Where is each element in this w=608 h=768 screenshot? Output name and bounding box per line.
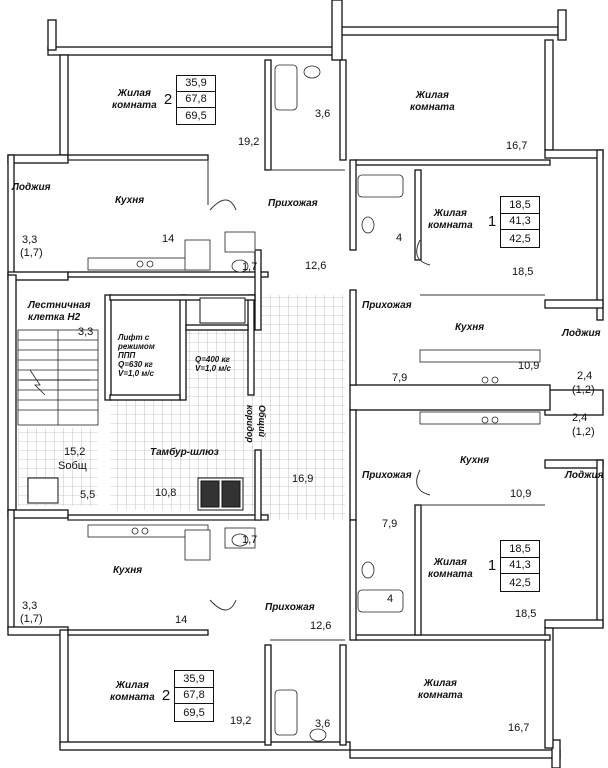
total-area-with-loggia: 42,5 [509, 576, 531, 589]
living-area: 35,9 [175, 671, 213, 688]
apartment-areas: 35,9 67,8 69,5 [176, 75, 216, 125]
area-bl-living: 19,2 [230, 715, 252, 727]
area-loggia-tl: 3,3 [22, 234, 38, 246]
area-r2-kitchen: 10,9 [510, 488, 532, 500]
area-r1-living: 18,5 [512, 266, 534, 278]
room-label-hall-r1: Прихожая [362, 300, 412, 311]
apartment-areas: 35,9 67,8 69,5 [174, 670, 214, 722]
apartment-number: 1 [487, 212, 497, 230]
area-tr-living: 16,7 [506, 140, 528, 152]
apartment-info-box: 2 35,9 67,8 69,5 [158, 670, 214, 722]
area-kitchen-bl: 14 [175, 614, 188, 626]
room-label-hall-r2: Прихожая [362, 470, 412, 481]
total-area: 41,3 [501, 558, 539, 575]
area-hall-top: 12,6 [305, 260, 327, 272]
area-r1-kitchen: 10,9 [518, 360, 540, 372]
area-corridor: 16,9 [292, 473, 314, 485]
area-loggia-tl-sub: (1,7) [20, 247, 43, 259]
room-label-lift1: Лифт с режимом ППП Q=630 кг V=1,0 м/с [118, 333, 155, 378]
partitions [68, 159, 545, 641]
area-r1-bath: 4 [396, 232, 403, 244]
area-r2-bath: 4 [387, 593, 394, 605]
total-area: 67,8 [175, 688, 213, 705]
living-area: 18,5 [501, 197, 539, 214]
area-r1-hall: 7,9 [392, 372, 408, 384]
living-area: 35,9 [177, 76, 215, 92]
walls [7, 0, 604, 768]
area-loggia-r1: 2,4 [577, 370, 593, 382]
room-label-loggia-r2: Лоджия [565, 470, 604, 481]
kitchen-fixtures [87, 239, 541, 561]
room-label-kitchen-bl: Кухня [113, 565, 143, 576]
area-stair: 3,3 [78, 326, 94, 338]
area-stair-small: 5,5 [80, 489, 96, 501]
area-tambur: 10,8 [155, 487, 177, 499]
room-label-hall-top: Прихожая [268, 198, 318, 209]
area-loggia-r1-sub: (1,2) [572, 384, 595, 396]
room-label-living-br: Жилая комната [418, 678, 463, 701]
area-bl-bath: 3,6 [315, 718, 331, 730]
area-wc-bl: 1,7 [242, 534, 258, 546]
bath-fixtures [224, 64, 404, 742]
apartment-number: 2 [163, 90, 173, 108]
room-label-living-r1: Жилая комната [428, 208, 473, 231]
total-area: 41,3 [501, 214, 539, 231]
area-br-living: 16,7 [508, 722, 530, 734]
room-label-loggia-tl: Лоджия [12, 182, 51, 193]
area-kitchen-tl: 14 [162, 233, 175, 245]
room-label-living-r2: Жилая комната [428, 557, 473, 580]
area-loggia-bl: 3,3 [22, 600, 38, 612]
apartment-info-box: 2 35,9 67,8 69,5 [160, 75, 216, 125]
area-loggia-r2: 2,4 [572, 412, 588, 424]
area-stair-total-label: Sобщ [58, 460, 87, 472]
apartment-info-box: 1 18,5 41,3 42,5 [484, 196, 540, 248]
apartment-number: 2 [161, 686, 171, 704]
tambur-equipment [27, 297, 246, 511]
total-area-with-loggia: 69,5 [183, 706, 205, 719]
area-loggia-bl-sub: (1,7) [20, 613, 43, 625]
room-label-stair: Лестничная клетка Н2 [28, 300, 91, 323]
area-hall-bottom: 12,6 [310, 620, 332, 632]
room-label-kitchen-r2: Кухня [460, 455, 490, 466]
apartment-areas: 18,5 41,3 42,5 [500, 196, 540, 248]
apartment-number: 1 [487, 556, 497, 574]
area-tl-bath: 3,6 [315, 108, 331, 120]
room-label-tambur: Тамбур-шлюз [150, 447, 219, 458]
tiled-floor [18, 295, 345, 520]
room-label-living-tl: Жилая комната [112, 88, 157, 111]
room-label-corridor: Общий коридор [245, 405, 267, 443]
room-label-loggia-r1: Лоджия [562, 328, 601, 339]
staircase [17, 329, 99, 426]
area-stair-total: 15,2 [64, 446, 86, 458]
apartment-areas: 18,5 41,3 42,5 [500, 540, 540, 592]
living-area: 18,5 [501, 541, 539, 558]
apartment-info-box: 1 18,5 41,3 42,5 [484, 540, 540, 592]
room-label-lift2: Q=400 кг V=1,0 м/с [195, 355, 231, 373]
area-r2-living: 18,5 [515, 608, 537, 620]
room-label-living-tr: Жилая комната [410, 90, 455, 113]
area-wc-tl: 1,7 [242, 261, 258, 273]
room-label-hall-bottom: Прихожая [265, 602, 315, 613]
area-r2-hall: 7,9 [382, 518, 398, 530]
total-area: 67,8 [177, 92, 215, 108]
room-label-living-bl: Жилая комната [110, 680, 155, 703]
room-label-kitchen-r1: Кухня [455, 322, 485, 333]
total-area-with-loggia: 69,5 [185, 109, 207, 122]
total-area-with-loggia: 42,5 [509, 232, 531, 245]
area-tl-living: 19,2 [238, 136, 260, 148]
area-loggia-r2-sub: (1,2) [572, 426, 595, 438]
room-label-kitchen-tl: Кухня [115, 195, 145, 206]
